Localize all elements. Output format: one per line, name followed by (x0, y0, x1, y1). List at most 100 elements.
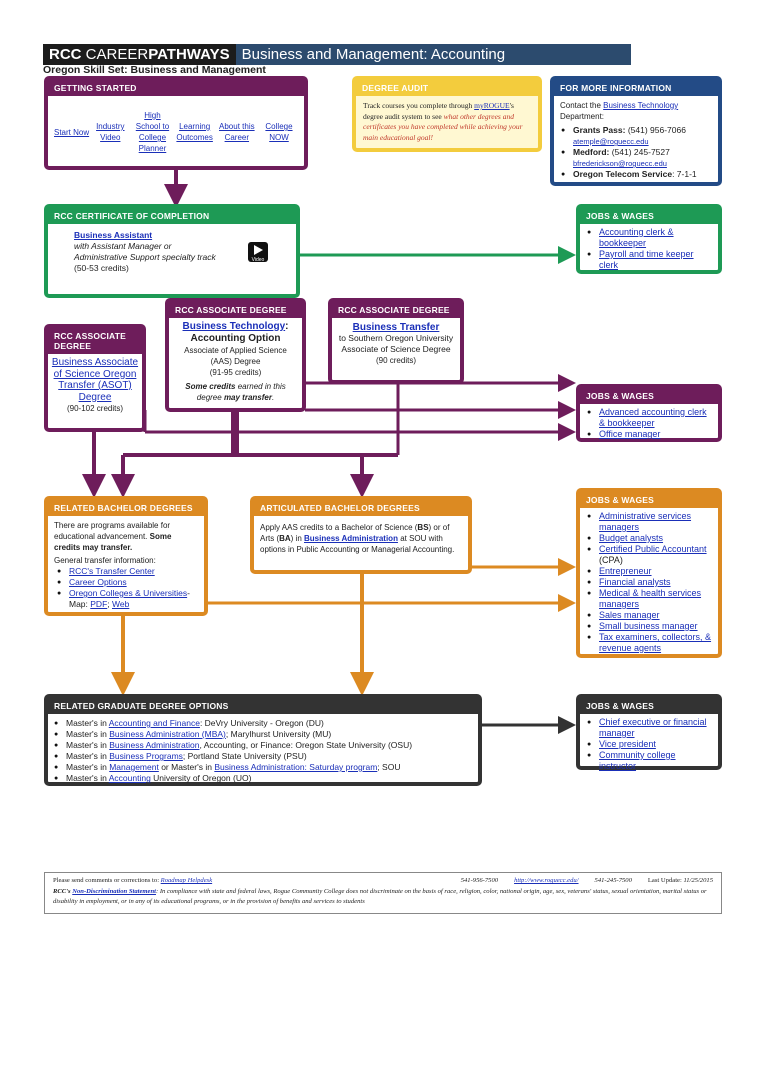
more-info-content: Contact the Business Technology Departme… (554, 96, 718, 180)
certificate-heading: RCC CERTIFICATE OF COMPLETION (48, 208, 296, 224)
graduate-item: Master's in Business Administration (MBA… (54, 729, 474, 740)
graduate-item: Master's in Business Programs; Portland … (54, 751, 474, 762)
graduate-box: RELATED GRADUATE DEGREE OPTIONS Master's… (44, 694, 482, 786)
articulated-content: Apply AAS credits to a Bachelor of Scien… (260, 523, 455, 554)
job-link[interactable]: Sales manager (599, 610, 660, 620)
job-item: Financial analysts (587, 577, 714, 588)
more-info-box: FOR MORE INFORMATION Contact the Busines… (550, 76, 722, 186)
graduate-item: Master's in Management or Master's in Bu… (54, 762, 474, 773)
jobs-box-associate: JOBS & WAGES Advanced accounting clerk &… (576, 384, 722, 442)
website-link[interactable]: http://www.roguecc.edu/ (514, 877, 579, 884)
job-item: Community college instructor (587, 750, 714, 772)
job-item: Sales manager (587, 610, 714, 621)
getting-started-link[interactable]: College NOW (265, 122, 293, 142)
business-transfer-link[interactable]: Business Transfer (352, 322, 440, 333)
aas-degree: Associate of Applied Science (AAS) Degre… (184, 346, 287, 366)
business-assistant-link[interactable]: Business Assistant (74, 230, 153, 240)
degree-audit-heading: DEGREE AUDIT (356, 80, 538, 96)
graduate-program-link[interactable]: Accounting and Finance (108, 718, 200, 728)
transfer-info-link[interactable]: RCC's Transfer Center (69, 566, 155, 576)
aas-heading: RCC ASSOCIATE DEGREE (169, 302, 302, 318)
job-item: Tax examiners, collectors, & revenue age… (587, 632, 714, 654)
asot-heading: RCC ASSOCIATE DEGREE (48, 328, 142, 354)
transfer-info-item: RCC's Transfer Center (57, 566, 198, 577)
page-subtitle: Oregon Skill Set: Business and Managemen… (43, 64, 266, 76)
job-link[interactable]: Budget analysts (599, 533, 664, 543)
aas-box: RCC ASSOCIATE DEGREE Business Technology… (165, 298, 306, 412)
medford-email-link[interactable]: bfrederickson@roguecc.edu (573, 159, 667, 168)
graduate-program-link[interactable]: Business Programs (109, 751, 183, 761)
job-link[interactable]: Small business manager (599, 621, 698, 631)
transfer-credits: (90 credits) (375, 356, 416, 365)
getting-started-link[interactable]: High School to College Planner (135, 111, 170, 153)
business-administration-link[interactable]: Business Administration (304, 534, 398, 543)
asot-degree-link[interactable]: Business Associate of Science Oregon Tra… (51, 357, 139, 403)
footer-phone-2: 541-245-7500 (594, 877, 632, 884)
aas-credits: (91-95 credits) (209, 368, 262, 377)
job-link[interactable]: Financial analysts (599, 577, 671, 587)
jobs-list: Chief executive or financial managerVice… (580, 714, 718, 772)
job-link[interactable]: Medical & health services managers (599, 588, 702, 609)
business-technology-link[interactable]: Business Technology (603, 101, 679, 110)
graduate-item: Master's in Business Administration, Acc… (54, 740, 474, 751)
job-item: Small business manager (587, 621, 714, 632)
jobs-list: Accounting clerk & bookkeeperPayroll and… (580, 224, 718, 271)
non-discrimination-link[interactable]: Non-Discrimination Statement (72, 888, 156, 895)
certificate-content: Business Assistant with Assistant Manage… (48, 224, 296, 274)
web-link[interactable]: Web (112, 599, 130, 609)
getting-started-link[interactable]: About this Career (219, 122, 255, 142)
oregon-colleges-link[interactable]: Oregon Colleges & Universities (69, 588, 188, 598)
getting-started-link[interactable]: Industry Video (96, 122, 125, 142)
job-item: Vice president (587, 739, 714, 750)
graduate-program-link[interactable]: Business Administration: Saturday progra… (214, 762, 378, 772)
myrogue-link[interactable]: myROGUE (474, 101, 510, 110)
business-technology-degree-link[interactable]: Business Technology (182, 321, 286, 332)
graduate-program-link[interactable]: Business Administration (109, 740, 200, 750)
job-link[interactable]: Administrative services managers (599, 511, 692, 532)
getting-started-link[interactable]: Learning Outcomes (176, 122, 213, 142)
graduate-program-link[interactable]: Business Administration (MBA) (109, 729, 226, 739)
transfer-heading: RCC ASSOCIATE DEGREE (332, 302, 460, 318)
job-item: Certified Public Accountant (CPA) (587, 544, 714, 566)
getting-started-link[interactable]: Start Now (54, 127, 90, 137)
transfer-degree: Associate of Science Degree (341, 344, 451, 354)
grants-email-link[interactable]: atemple@roguecc.edu (573, 137, 649, 146)
jobs-list: Advanced accounting clerk & bookkeeperOf… (580, 404, 718, 440)
jobs-box-bachelor: JOBS & WAGES Administrative services man… (576, 488, 722, 658)
roadmap-helpdesk-link[interactable]: Roadmap Helpdesk (160, 877, 213, 884)
job-item: Office manager (587, 429, 714, 440)
job-link[interactable]: Vice president (599, 739, 656, 749)
graduate-item: Master's in Accounting University of Ore… (54, 773, 474, 784)
job-link[interactable]: Advanced accounting clerk & bookkeeper (599, 407, 707, 428)
pdf-link[interactable]: PDF (90, 599, 108, 609)
video-play-icon[interactable]: Video (248, 242, 268, 263)
job-link[interactable]: Payroll and time keeper clerk (599, 249, 694, 270)
articulated-box: ARTICULATED BACHELOR DEGREES Apply AAS c… (250, 496, 472, 574)
job-link[interactable]: Entrepreneur (599, 566, 652, 576)
graduate-program-link[interactable]: Accounting (108, 773, 151, 783)
job-link[interactable]: Certified Public Accountant (599, 544, 707, 554)
jobs-heading: JOBS & WAGES (580, 492, 718, 508)
graduate-program-link[interactable]: Management (109, 762, 159, 772)
job-link[interactable]: Chief executive or financial manager (599, 717, 707, 738)
graduate-item: Master's in Accounting and Finance: DeVr… (54, 718, 474, 729)
transfer-sub: to Southern Oregon University (338, 333, 454, 343)
bachelor-heading: RELATED BACHELOR DEGREES (48, 500, 204, 516)
job-item: Administrative services managers (587, 511, 714, 533)
articulated-heading: ARTICULATED BACHELOR DEGREES (254, 500, 468, 516)
job-item: Payroll and time keeper clerk (587, 249, 714, 271)
more-info-heading: FOR MORE INFORMATION (554, 80, 718, 96)
job-link[interactable]: Community college instructor (599, 750, 676, 771)
graduate-heading: RELATED GRADUATE DEGREE OPTIONS (48, 698, 478, 714)
job-link[interactable]: Office manager (599, 429, 661, 439)
asot-content: Business Associate of Science Oregon Tra… (48, 354, 142, 414)
transfer-info-link[interactable]: Career Options (69, 577, 127, 587)
asot-credits: (90-102 credits) (66, 404, 124, 413)
job-link[interactable]: Tax examiners, collectors, & revenue age… (599, 632, 712, 653)
job-item: Entrepreneur (587, 566, 714, 577)
job-item: Accounting clerk & bookkeeper (587, 227, 714, 249)
jobs-list: Administrative services managersBudget a… (580, 508, 718, 654)
degree-audit-text: Track courses you complete through myROG… (363, 101, 523, 142)
job-link[interactable]: Accounting clerk & bookkeeper (599, 227, 674, 248)
